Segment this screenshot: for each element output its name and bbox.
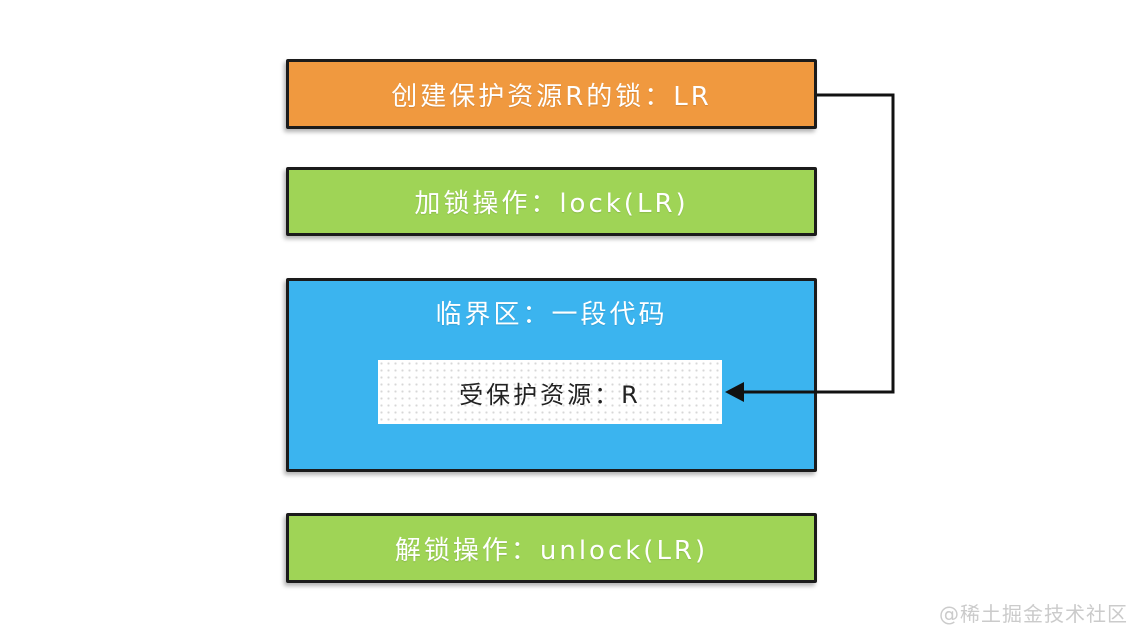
critical-section-box: 临界区：一段代码 受保护资源：R xyxy=(286,278,817,472)
lock-operation-label: 加锁操作：lock(LR) xyxy=(414,189,689,219)
watermark: @稀土掘金技术社区 xyxy=(939,602,1128,626)
create-lock-box: 创建保护资源R的锁：LR xyxy=(286,59,817,129)
unlock-operation-box: 解锁操作：unlock(LR) xyxy=(286,513,817,583)
protected-resource-label: 受保护资源：R xyxy=(459,380,641,409)
lock-operation-box: 加锁操作：lock(LR) xyxy=(286,167,817,236)
unlock-operation-label: 解锁操作：unlock(LR) xyxy=(394,535,709,566)
protected-resource-box: 受保护资源：R xyxy=(378,360,722,424)
create-lock-label: 创建保护资源R的锁：LR xyxy=(391,81,712,112)
critical-section-label: 临界区：一段代码 xyxy=(435,300,668,330)
